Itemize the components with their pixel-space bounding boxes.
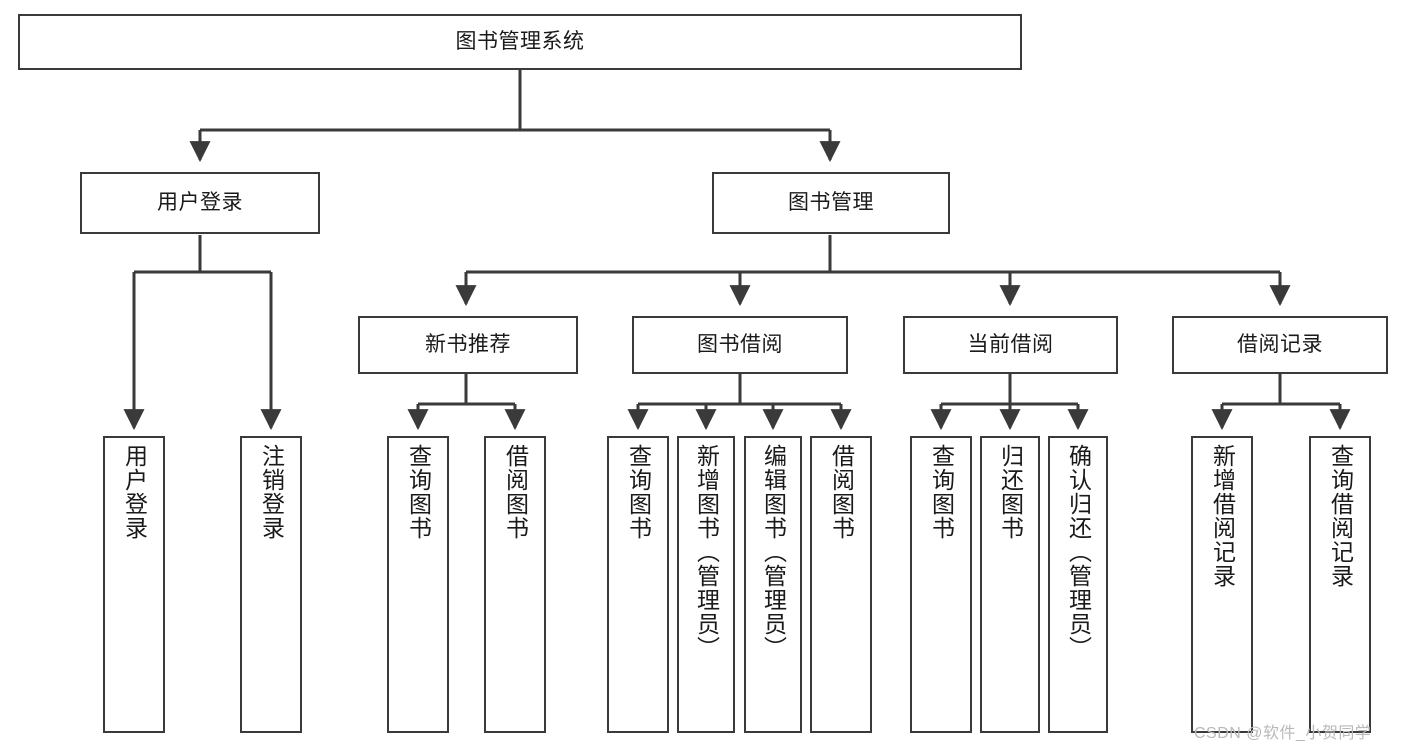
node-label: 注销登录 xyxy=(258,444,285,540)
node-label: 新书推荐 xyxy=(425,332,511,356)
node-current-borrow[interactable]: 当前借阅 xyxy=(903,316,1118,374)
node-label: 查询借阅记录 xyxy=(1327,444,1354,588)
node-label: 查询图书 xyxy=(625,444,652,540)
node-borrow-record[interactable]: 借阅记录 xyxy=(1172,316,1388,374)
leaf-user-login[interactable]: 用户登录 xyxy=(103,436,165,733)
leaf-add-book-admin[interactable]: 新增图书（管理员） xyxy=(677,436,735,733)
leaf-query-borrow-record[interactable]: 查询借阅记录 xyxy=(1309,436,1371,733)
node-book-borrow[interactable]: 图书借阅 xyxy=(632,316,848,374)
leaf-query-book-current[interactable]: 查询图书 xyxy=(910,436,972,733)
leaf-confirm-return-admin[interactable]: 确认归还（管理员） xyxy=(1048,436,1108,733)
node-label: 查询图书 xyxy=(405,444,432,540)
node-label: 用户登录 xyxy=(157,190,243,214)
node-label: 归还图书 xyxy=(997,444,1024,540)
node-label: 图书管理 xyxy=(788,190,874,214)
node-label: 图书借阅 xyxy=(697,332,783,356)
node-label: 图书管理系统 xyxy=(455,29,585,53)
csdn-watermark: CSDN @软件_小贺同学 xyxy=(1194,725,1372,742)
leaf-add-borrow-record[interactable]: 新增借阅记录 xyxy=(1191,436,1253,733)
node-label: 查询图书 xyxy=(928,444,955,540)
leaf-borrow-book-recommend[interactable]: 借阅图书 xyxy=(484,436,546,733)
node-new-book-recommend[interactable]: 新书推荐 xyxy=(358,316,578,374)
node-label: 新增图书（管理员） xyxy=(693,444,720,660)
leaf-query-book-recommend[interactable]: 查询图书 xyxy=(387,436,449,733)
leaf-borrow-book[interactable]: 借阅图书 xyxy=(810,436,872,733)
node-label: 编辑图书（管理员） xyxy=(760,444,787,660)
node-label: 当前借阅 xyxy=(967,332,1054,356)
node-root-system[interactable]: 图书管理系统 xyxy=(18,14,1022,70)
leaf-logout[interactable]: 注销登录 xyxy=(240,436,302,733)
node-label: 确认归还（管理员） xyxy=(1065,444,1092,660)
node-label: 借阅记录 xyxy=(1237,332,1323,356)
node-label: 用户登录 xyxy=(121,444,148,540)
leaf-query-book-borrow[interactable]: 查询图书 xyxy=(607,436,669,733)
node-book-management[interactable]: 图书管理 xyxy=(712,172,950,234)
leaf-edit-book-admin[interactable]: 编辑图书（管理员） xyxy=(744,436,802,733)
node-label: 借阅图书 xyxy=(502,444,529,540)
leaf-return-book[interactable]: 归还图书 xyxy=(980,436,1040,733)
node-user-login[interactable]: 用户登录 xyxy=(80,172,320,234)
node-label: 新增借阅记录 xyxy=(1209,444,1236,588)
node-label: 借阅图书 xyxy=(828,444,855,540)
